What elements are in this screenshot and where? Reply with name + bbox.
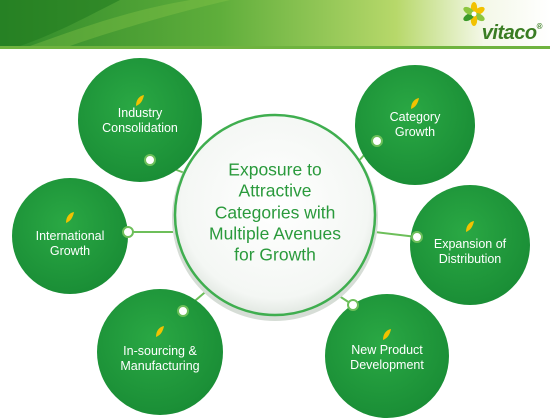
label-international-growth: International Growth [10,229,130,260]
label-line: Distribution [438,252,502,267]
ring-industry-consolidation [144,154,156,166]
logo-flower-icon [463,2,485,26]
center-circle [173,113,377,317]
leaf-icon [411,98,419,109]
center-title-line: Exposure to [228,159,322,180]
label-line: New Product [351,343,423,357]
label-line: In-sourcing & [123,344,197,358]
label-new-product-development: New Product Development [327,343,447,374]
label-expansion-of-distribution: Expansion of Distribution [410,237,530,268]
logo-registered-mark: ® [536,22,543,31]
ring-international-growth [122,226,134,238]
label-in-sourcing-manufacturing: In-sourcing & Manufacturing [100,344,220,375]
label-line: Growth [49,244,91,259]
logo-text: vitaco [481,22,537,44]
ring-category-growth [371,135,383,147]
label-line: Growth [394,125,436,140]
leaf-icon [136,95,144,106]
connector-rings [122,135,423,317]
nodes [12,58,530,418]
connector-expansion-of-distribution [374,231,418,238]
label-category-growth: Category Growth [355,110,475,141]
center-title-line: Attractive [238,180,312,201]
ring-new-product-development [347,299,359,311]
center-title-line: Categories with [214,202,336,223]
node-international-growth [12,178,128,294]
label-line: Manufacturing [120,359,200,374]
header-stripe [0,46,550,49]
leaf-icon [156,326,164,337]
leaf-icon [383,329,391,340]
label-line: Consolidation [102,121,178,136]
center-title-line: Multiple Avenues [209,223,341,244]
ring-expansion-of-distribution [411,231,423,243]
label-line: International [35,229,105,243]
label-line: Development [350,358,424,373]
logo-wordmark: vitaco® [481,22,543,45]
node-industry-consolidation [78,58,202,182]
center-title-line: for Growth [234,245,316,266]
label-line: Expansion of [433,237,507,251]
vitaco-logo [463,2,485,26]
leaf-icon [66,212,74,223]
node-in-sourcing-manufacturing [97,289,223,415]
label-industry-consolidation: Industry Consolidation [80,106,200,137]
leaf-icon [466,221,474,232]
node-new-product-development [325,294,449,418]
center-title: Exposure to Attractive Categories with M… [190,160,360,267]
node-category-growth [355,65,475,185]
header-swoosh [0,0,230,46]
ring-in-sourcing-manufacturing [177,305,189,317]
label-line: Industry [117,106,163,120]
node-expansion-of-distribution [410,185,530,305]
label-line: Category [389,110,441,124]
